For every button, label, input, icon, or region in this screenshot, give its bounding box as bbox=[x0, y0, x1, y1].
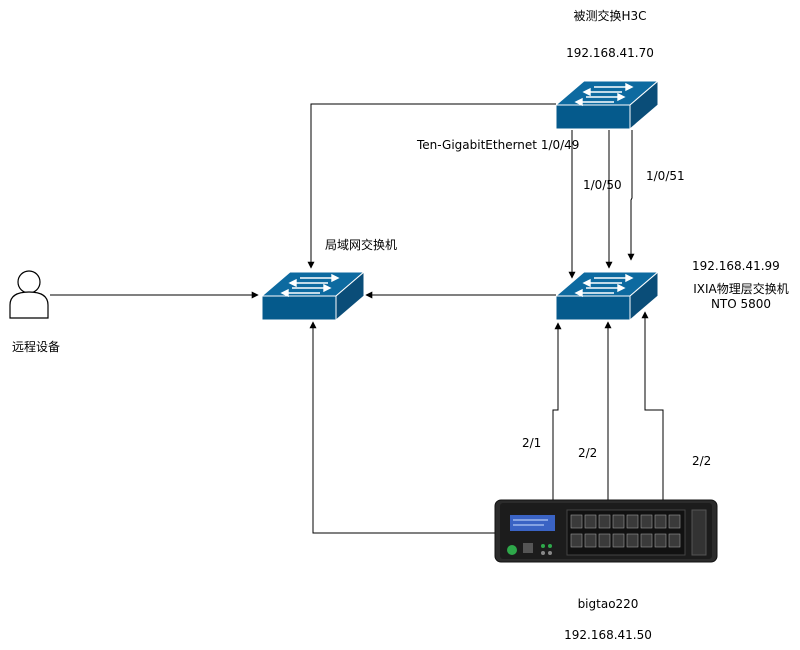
port-slot bbox=[640, 514, 653, 529]
link-label-2-1: 2/1 bbox=[522, 436, 542, 450]
port-slot bbox=[668, 533, 681, 548]
user-icon bbox=[9, 270, 49, 319]
port-slot bbox=[584, 533, 597, 548]
nto-name-line2: NTO 5800 bbox=[710, 297, 772, 311]
port-slot bbox=[626, 533, 639, 548]
lan-switch-name: 局域网交换机 bbox=[325, 238, 398, 252]
nto-switch-icon bbox=[554, 270, 660, 322]
port-slot bbox=[626, 514, 639, 529]
link-bigtao-2-2-right bbox=[641, 311, 664, 500]
h3c-port-label: Ten-GigabitEthernet 1/0/49 bbox=[417, 138, 580, 152]
port-slot bbox=[570, 533, 583, 548]
h3c-switch-icon bbox=[554, 79, 660, 131]
port-grid bbox=[570, 514, 681, 548]
link-label-1-0-50: 1/0/50 bbox=[583, 178, 622, 192]
link-h3c-1-0-51 bbox=[627, 130, 635, 261]
port-slot bbox=[612, 514, 625, 529]
port-slot bbox=[598, 514, 611, 529]
link-bigtao-to-lan bbox=[309, 321, 495, 534]
link-bigtao-2-1 bbox=[552, 322, 562, 500]
packet-broker-appliance-icon bbox=[494, 499, 718, 563]
remote-device-name: 远程设备 bbox=[12, 340, 61, 354]
link-label-1-0-51: 1/0/51 bbox=[646, 169, 685, 183]
h3c-switch-ip: 192.168.41.70 bbox=[566, 46, 654, 60]
port-slot bbox=[654, 533, 667, 548]
nto-name-line1: IXIA物理层交换机 bbox=[693, 282, 789, 296]
port-slot bbox=[668, 514, 681, 529]
port-slot bbox=[570, 514, 583, 529]
lan-switch-icon bbox=[260, 270, 366, 322]
port-slot bbox=[612, 533, 625, 548]
link-h3c-to-lan bbox=[307, 103, 556, 269]
port-slot bbox=[584, 514, 597, 529]
bigtao-ip: 192.168.41.50 bbox=[564, 628, 652, 642]
port-slot bbox=[640, 533, 653, 548]
nto-ip: 192.168.41.99 bbox=[692, 259, 780, 273]
port-slot bbox=[598, 533, 611, 548]
link-label-2-2-right: 2/2 bbox=[692, 454, 712, 468]
port-slot bbox=[654, 514, 667, 529]
connections bbox=[50, 103, 664, 534]
link-label-2-2-mid: 2/2 bbox=[578, 446, 598, 460]
h3c-switch-name: 被测交换H3C bbox=[573, 9, 647, 23]
bigtao-name: bigtao220 bbox=[577, 597, 639, 611]
